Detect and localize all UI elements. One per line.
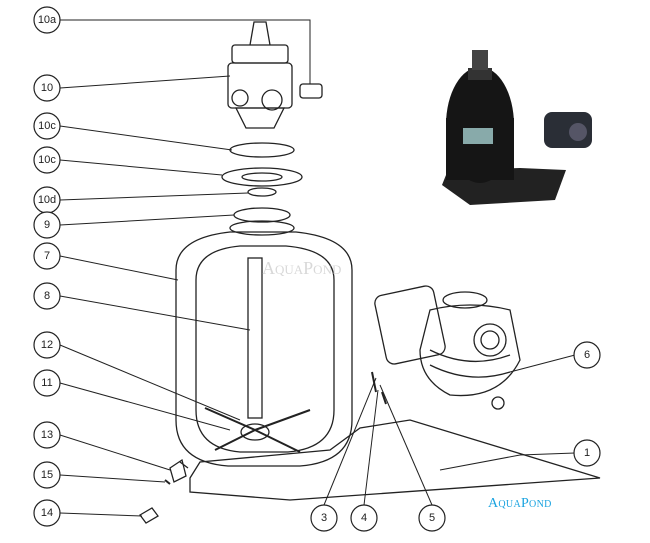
brand-logo: AquaPond [488, 496, 552, 511]
callout-8: 8 [33, 282, 61, 310]
standpipe [247, 257, 263, 419]
callout-10c: 10c [33, 112, 61, 140]
callout-13: 13 [33, 421, 61, 449]
svg-text:4: 4 [361, 512, 367, 524]
tank-neck [233, 207, 291, 223]
watermark: AquaPond [262, 258, 342, 278]
svg-text:10c: 10c [38, 120, 56, 132]
callout-7: 7 [33, 242, 61, 270]
drain-cap [139, 507, 159, 524]
callout-15: 15 [33, 461, 61, 489]
svg-text:11: 11 [41, 377, 52, 389]
svg-text:10d: 10d [38, 194, 56, 206]
svg-text:10a: 10a [38, 14, 57, 26]
leader-lines [59, 19, 576, 517]
callout-10a: 10a [33, 6, 61, 34]
callout-11: 11 [33, 369, 61, 397]
product-photo [442, 50, 592, 205]
gasket [247, 187, 277, 197]
svg-text:13: 13 [41, 429, 53, 441]
svg-text:14: 14 [41, 507, 53, 519]
svg-text:7: 7 [44, 250, 50, 262]
svg-text:9: 9 [44, 219, 50, 231]
callouts: 10a 10 10c 10c 10d 9 7 8 12 11 13 15 14 … [33, 6, 601, 532]
base-plate [189, 419, 601, 501]
callout-5: 5 [418, 504, 446, 532]
callout-10: 10 [33, 74, 61, 102]
flange [221, 167, 303, 187]
bolts [371, 371, 387, 405]
svg-text:8: 8 [44, 290, 50, 302]
drain-plug [169, 458, 189, 483]
pump [374, 285, 521, 410]
svg-text:3: 3 [321, 512, 327, 524]
callout-14: 14 [33, 499, 61, 527]
svg-text:1: 1 [584, 447, 590, 459]
laterals [204, 407, 311, 453]
callout-6: 6 [573, 341, 601, 369]
callout-12: 12 [33, 331, 61, 359]
svg-text:10: 10 [41, 82, 53, 94]
svg-text:10c: 10c [38, 154, 56, 166]
callout-4: 4 [350, 504, 378, 532]
filter-tank [175, 231, 353, 467]
svg-text:6: 6 [584, 349, 590, 361]
svg-text:15: 15 [41, 469, 53, 481]
o-ring [229, 142, 295, 158]
svg-text:5: 5 [429, 512, 435, 524]
callout-10d: 10d [33, 186, 61, 214]
callout-9: 9 [33, 211, 61, 239]
callout-3: 3 [310, 504, 338, 532]
multiport-valve [227, 21, 323, 129]
callout-10c-2: 10c [33, 146, 61, 174]
callout-1: 1 [573, 439, 601, 467]
svg-text:12: 12 [41, 339, 53, 351]
